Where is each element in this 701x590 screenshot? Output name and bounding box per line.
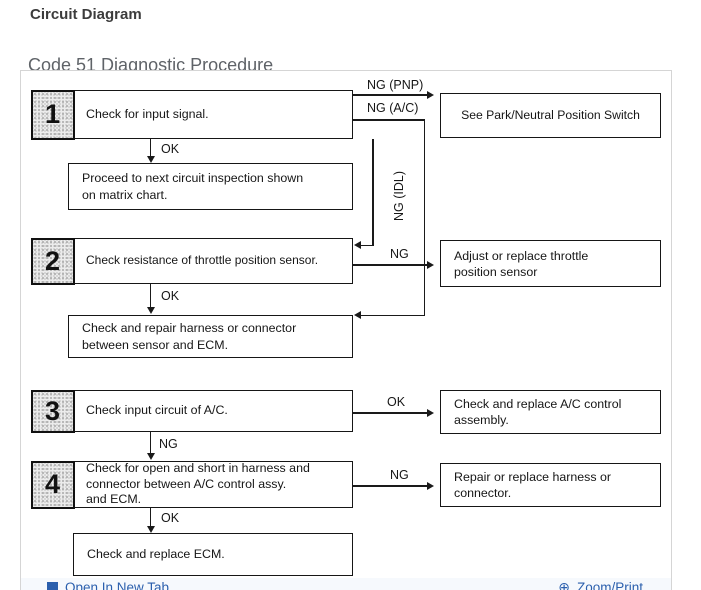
edge-label-ng-2: NG <box>390 247 409 261</box>
flow-line-ng-ac-h2 <box>360 314 425 316</box>
flow-line-ng-2 <box>353 264 429 266</box>
zoom-plus-icon: ⊕ <box>558 579 570 590</box>
step-box-1: 1 Check for input signal. <box>30 89 353 140</box>
step-text-4: Check for open and short in harness and … <box>86 461 310 507</box>
edge-label-ok-4: OK <box>161 511 180 525</box>
arrow-right-ng-2 <box>427 261 434 269</box>
arrow-down-ok-2 <box>146 307 155 314</box>
edge-label-ng-3: NG <box>159 437 178 451</box>
flow-line-ok-4 <box>149 508 151 527</box>
flow-line-ng-ac-v <box>423 119 425 316</box>
arrow-right-ng-pnp <box>427 91 434 99</box>
repair-connector-box: Repair or replace harness or connector. <box>440 463 661 507</box>
edge-label-ok-2: OK <box>161 289 180 303</box>
open-in-new-tab-label: Open In New Tab <box>65 580 170 590</box>
flow-line-ng-4 <box>353 485 429 487</box>
step-number-badge-2: 2 <box>30 237 75 285</box>
zoom-print-label: Zoom/Print <box>576 580 643 590</box>
step-text-1: Check for input signal. <box>86 106 209 121</box>
flow-line-ng-idl-h <box>360 244 373 246</box>
arrow-left-ng-idl <box>354 241 361 249</box>
step-number-badge-1: 1 <box>30 89 75 140</box>
replace-ecm-box: Check and replace ECM. <box>73 533 353 576</box>
arrow-down-ok-1 <box>146 156 155 163</box>
flow-line-ok-1 <box>149 139 151 157</box>
flow-line-ng-pnp <box>353 94 429 96</box>
ac-assembly-box: Check and replace A/C control assembly. <box>440 390 661 434</box>
page-title: Circuit Diagram <box>30 6 142 23</box>
arrow-left-ng-ac <box>354 311 361 319</box>
edge-label-ng-4: NG <box>390 468 409 482</box>
step-text-2: Check resistance of throttle position se… <box>86 253 319 268</box>
edge-label-ng-idl: NG (IDL) <box>392 171 406 221</box>
arrow-right-ok-3 <box>427 409 434 417</box>
zoom-print-link[interactable]: ⊕ Zoom/Print <box>558 579 643 590</box>
step-box-2: 2 Check resistance of throttle position … <box>30 237 353 285</box>
open-in-new-tab-link[interactable]: Open In New Tab <box>47 581 169 590</box>
flow-line-ng-idl-v <box>372 139 374 246</box>
step-box-4: 4 Check for open and short in harness an… <box>30 460 353 509</box>
step-number-badge-3: 3 <box>30 389 75 433</box>
harness-repair-box: Check and repair harness or connector be… <box>68 315 353 358</box>
pnp-switch-box: See Park/Neutral Position Switch <box>440 93 661 138</box>
flow-line-ok-2 <box>149 284 151 308</box>
edge-label-ok-1: OK <box>161 142 180 156</box>
step-number-badge-4: 4 <box>30 460 75 509</box>
flow-line-ng-3 <box>149 432 151 454</box>
open-in-new-tab-icon <box>47 582 58 590</box>
flow-line-ok-3 <box>353 412 429 414</box>
proceed-box: Proceed to next circuit inspection shown… <box>68 163 353 210</box>
edge-label-ok-3: OK <box>387 395 406 409</box>
flow-line-ng-ac-h1 <box>353 119 425 121</box>
step-text-3: Check input circuit of A/C. <box>86 403 228 418</box>
arrow-down-ok-4 <box>146 526 155 533</box>
diagram-toolbar: Open In New Tab ⊕ Zoom/Print <box>21 578 671 590</box>
arrow-right-ng-4 <box>427 482 434 490</box>
edge-label-ng-pnp: NG (PNP) <box>367 78 424 92</box>
arrow-down-ng-3 <box>146 453 155 460</box>
adjust-sensor-box: Adjust or replace throttle position sens… <box>440 240 661 287</box>
step-box-3: 3 Check input circuit of A/C. <box>30 389 353 433</box>
edge-label-ng-ac: NG (A/C) <box>367 101 419 115</box>
